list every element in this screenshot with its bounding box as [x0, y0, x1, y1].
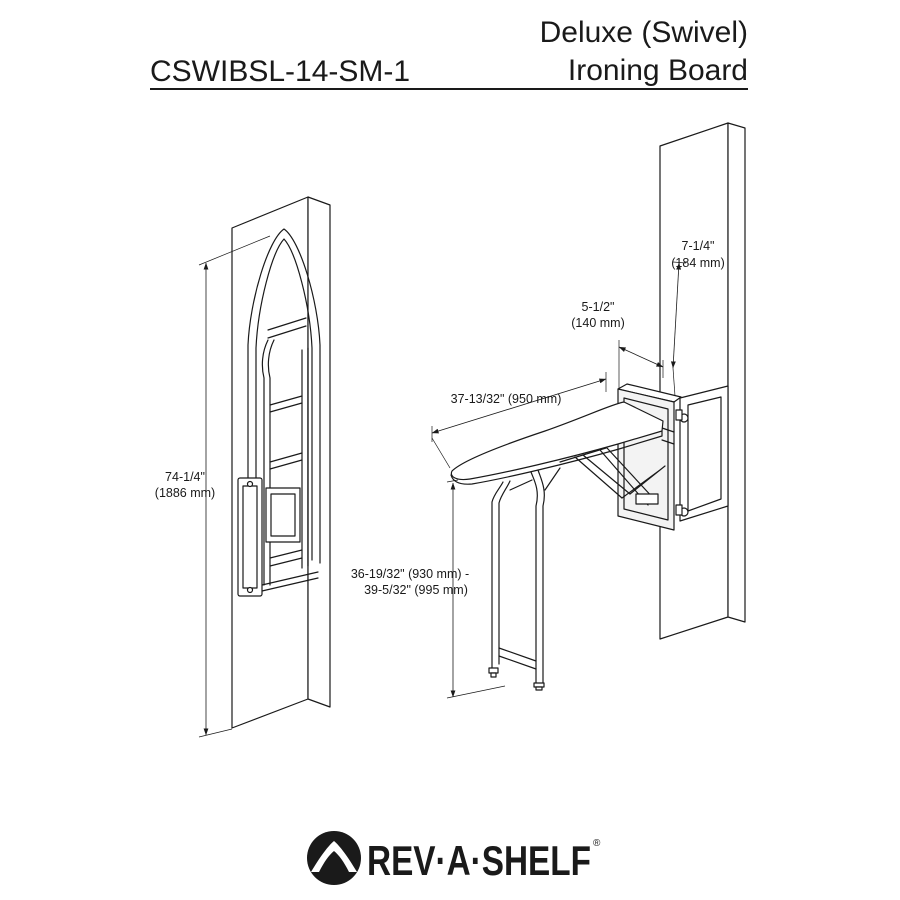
leg-foot	[488, 667, 499, 674]
ironing-board-legs	[488, 467, 561, 691]
leg-foot	[490, 672, 497, 678]
working-height-line-1: 36-19/32" (930 mm) -	[351, 567, 469, 581]
mount-depth-metric: (184 mm)	[671, 256, 724, 270]
dimension-working-height: 36-19/32" (930 mm) - 39-5/32" (995 mm)	[351, 479, 506, 699]
logo-registered-mark: ®	[593, 838, 601, 849]
ironing-board-top	[450, 401, 664, 485]
swivel-mount-bracket	[617, 383, 729, 531]
left-cabinet-panel	[231, 196, 331, 729]
model-number: CSWIBSL-14-SM-1	[150, 55, 410, 88]
dimension-bracket-width: 5-1/2" (140 mm)	[571, 300, 664, 388]
dimension-mount-depth: 7-1/4" (184 mm)	[670, 239, 725, 397]
support-arms	[559, 427, 675, 506]
folded-height-imperial: 74-1/4"	[165, 470, 205, 484]
board-length-label: 37-13/32" (950 mm)	[451, 392, 562, 406]
dimension-board-length: 37-13/32" (950 mm)	[431, 372, 607, 469]
bracket-width-imperial: 5-1/2"	[582, 300, 615, 314]
brand-logo: REV·A·SHELF ®	[307, 831, 601, 885]
right-cabinet-panel	[659, 122, 746, 640]
product-title-line-1: Deluxe (Swivel)	[540, 16, 748, 49]
bracket-width-metric: (140 mm)	[571, 316, 624, 330]
folded-height-metric: (1886 mm)	[155, 486, 215, 500]
mount-depth-imperial: 7-1/4"	[682, 239, 715, 253]
product-title-line-2: Ironing Board	[568, 54, 748, 87]
logo-mountain-icon	[307, 831, 361, 885]
folded-mount-bracket	[237, 477, 301, 597]
logo-wordmark: REV·A·SHELF	[367, 837, 591, 884]
dimension-folded-height: 74-1/4" (1886 mm)	[155, 235, 271, 738]
installed-unit-view: 7-1/4" (184 mm) 5-1/2" (140 mm) 37-13/32…	[351, 122, 746, 699]
working-height-line-2: 39-5/32" (995 mm)	[364, 583, 468, 597]
folded-unit-view: 74-1/4" (1886 mm)	[155, 196, 331, 738]
leg-foot	[535, 686, 543, 691]
folded-ironing-board	[237, 228, 321, 597]
header: CSWIBSL-14-SM-1 Deluxe (Swivel) Ironing …	[150, 16, 748, 90]
